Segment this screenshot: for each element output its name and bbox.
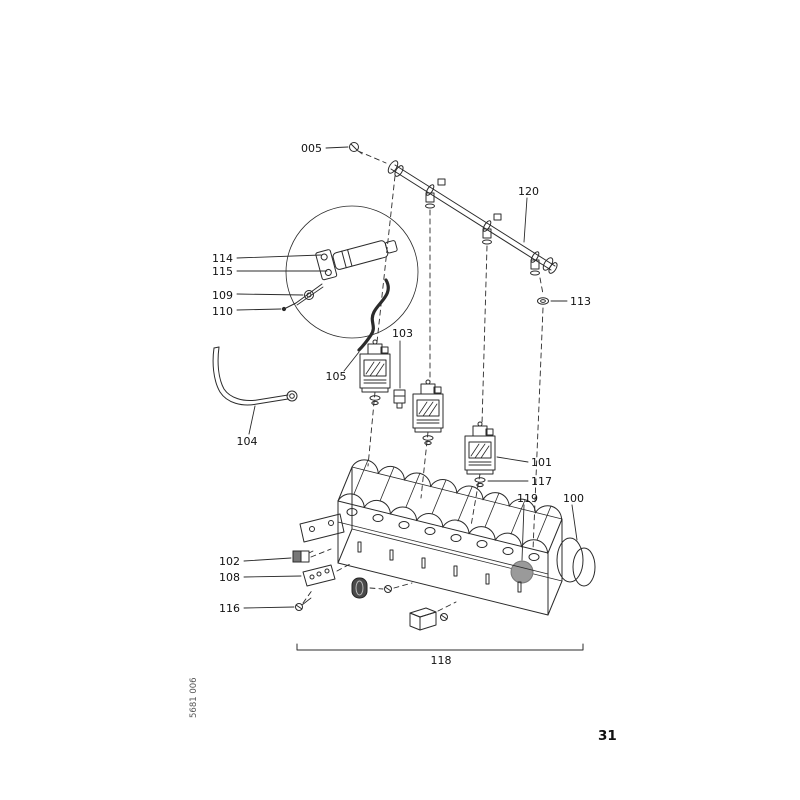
part-label-116: 116 [219, 602, 240, 615]
grommet [351, 577, 384, 599]
supply-pipe-104 [212, 346, 298, 435]
part-label-005: 005 [301, 142, 322, 155]
part-label-115: 115 [212, 265, 233, 278]
electrode-rod-110 [285, 283, 323, 309]
sensor-block [409, 601, 457, 631]
ignition-cable-105 [357, 278, 390, 352]
part-label-100: 100 [563, 492, 584, 505]
burner-outlet-119 [510, 560, 534, 584]
mounting-plate [299, 513, 345, 543]
connector-plug-103 [393, 340, 406, 409]
part-label-118: 118 [431, 654, 452, 667]
bracket-108 [243, 562, 353, 587]
gas-valve-3 [464, 421, 496, 488]
electrode-nut-109 [304, 290, 314, 300]
page-number: 31 [598, 728, 617, 744]
part-label-114: 114 [212, 252, 233, 265]
gas-valve-2 [412, 379, 444, 446]
assembly-axis-lines [357, 150, 544, 551]
part-label-109: 109 [212, 289, 233, 302]
washer-113 [537, 297, 568, 305]
gas-manifold-pipe-120 [387, 160, 558, 276]
part-label-102: 102 [219, 555, 240, 568]
burner-body-100 [299, 459, 596, 616]
gas-valve-1 [359, 339, 391, 406]
part-label-117: 117 [531, 475, 552, 488]
ignition-electrode-body [315, 240, 398, 281]
detail-circle-electrode [236, 205, 419, 372]
part-label-101: 101 [531, 456, 552, 469]
screw-005 [325, 142, 363, 155]
part-label-113: 113 [570, 295, 591, 308]
part-label-103: 103 [392, 327, 413, 340]
part-label-108: 108 [219, 571, 240, 584]
screw-116 [243, 588, 314, 611]
part-label-104: 104 [237, 435, 258, 448]
part-label-120: 120 [518, 185, 539, 198]
part-label-110: 110 [212, 305, 233, 318]
clip-102 [243, 548, 332, 563]
screw-small-1 [384, 582, 413, 593]
doc-code: 5681 006 [189, 677, 199, 718]
part-label-105: 105 [326, 370, 347, 383]
part-label-119: 119 [517, 492, 538, 505]
brace-118 [296, 643, 584, 651]
